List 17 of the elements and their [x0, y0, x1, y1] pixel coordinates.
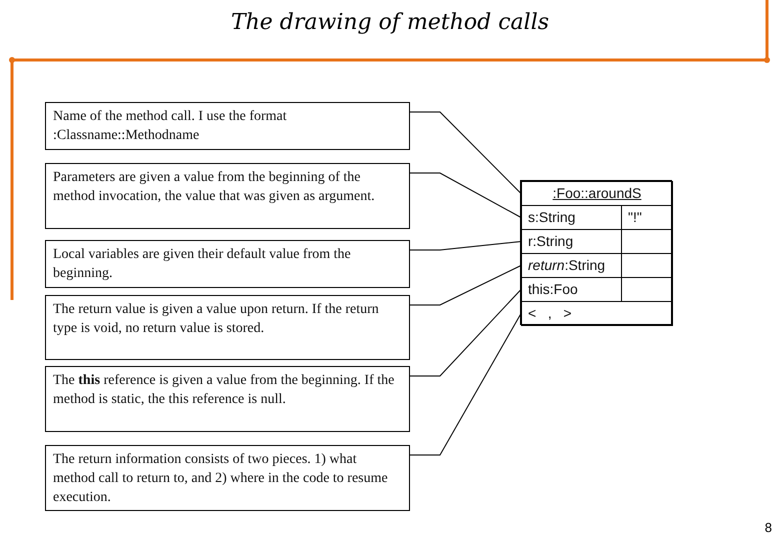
leader-line [410, 265, 522, 306]
text-box: Local variables are given their default value from the beginning. [45, 240, 410, 288]
title: The drawing of method calls [230, 10, 550, 35]
text-box: Parameters are given a value from the beginning of the method invocation, the value that was given as argument. [45, 163, 410, 229]
text-box: The this reference is given a value from the beginning. If the method is static, the this reference is null. [45, 366, 410, 432]
table-box [520, 180, 672, 325]
leader-line [410, 172, 522, 218]
leader-line [410, 313, 522, 456]
text-box: Name of the method call. I use the format :Classname::Methodname [45, 102, 410, 150]
leader-line [410, 241, 522, 250]
leader-line [410, 289, 522, 376]
text-box: The return value is given a value upon return. If the return type is void, no return value is stored. [45, 295, 410, 360]
text-box: The return information consists of two pieces. 1) what method call to return to, and 2) where in the code to resume execution. [45, 445, 410, 511]
table-header: :Foo::aroundS [521, 181, 673, 206]
leader-line [410, 112, 522, 194]
page-number: 8 [764, 520, 772, 535]
table-cell: < , > [521, 301, 673, 326]
